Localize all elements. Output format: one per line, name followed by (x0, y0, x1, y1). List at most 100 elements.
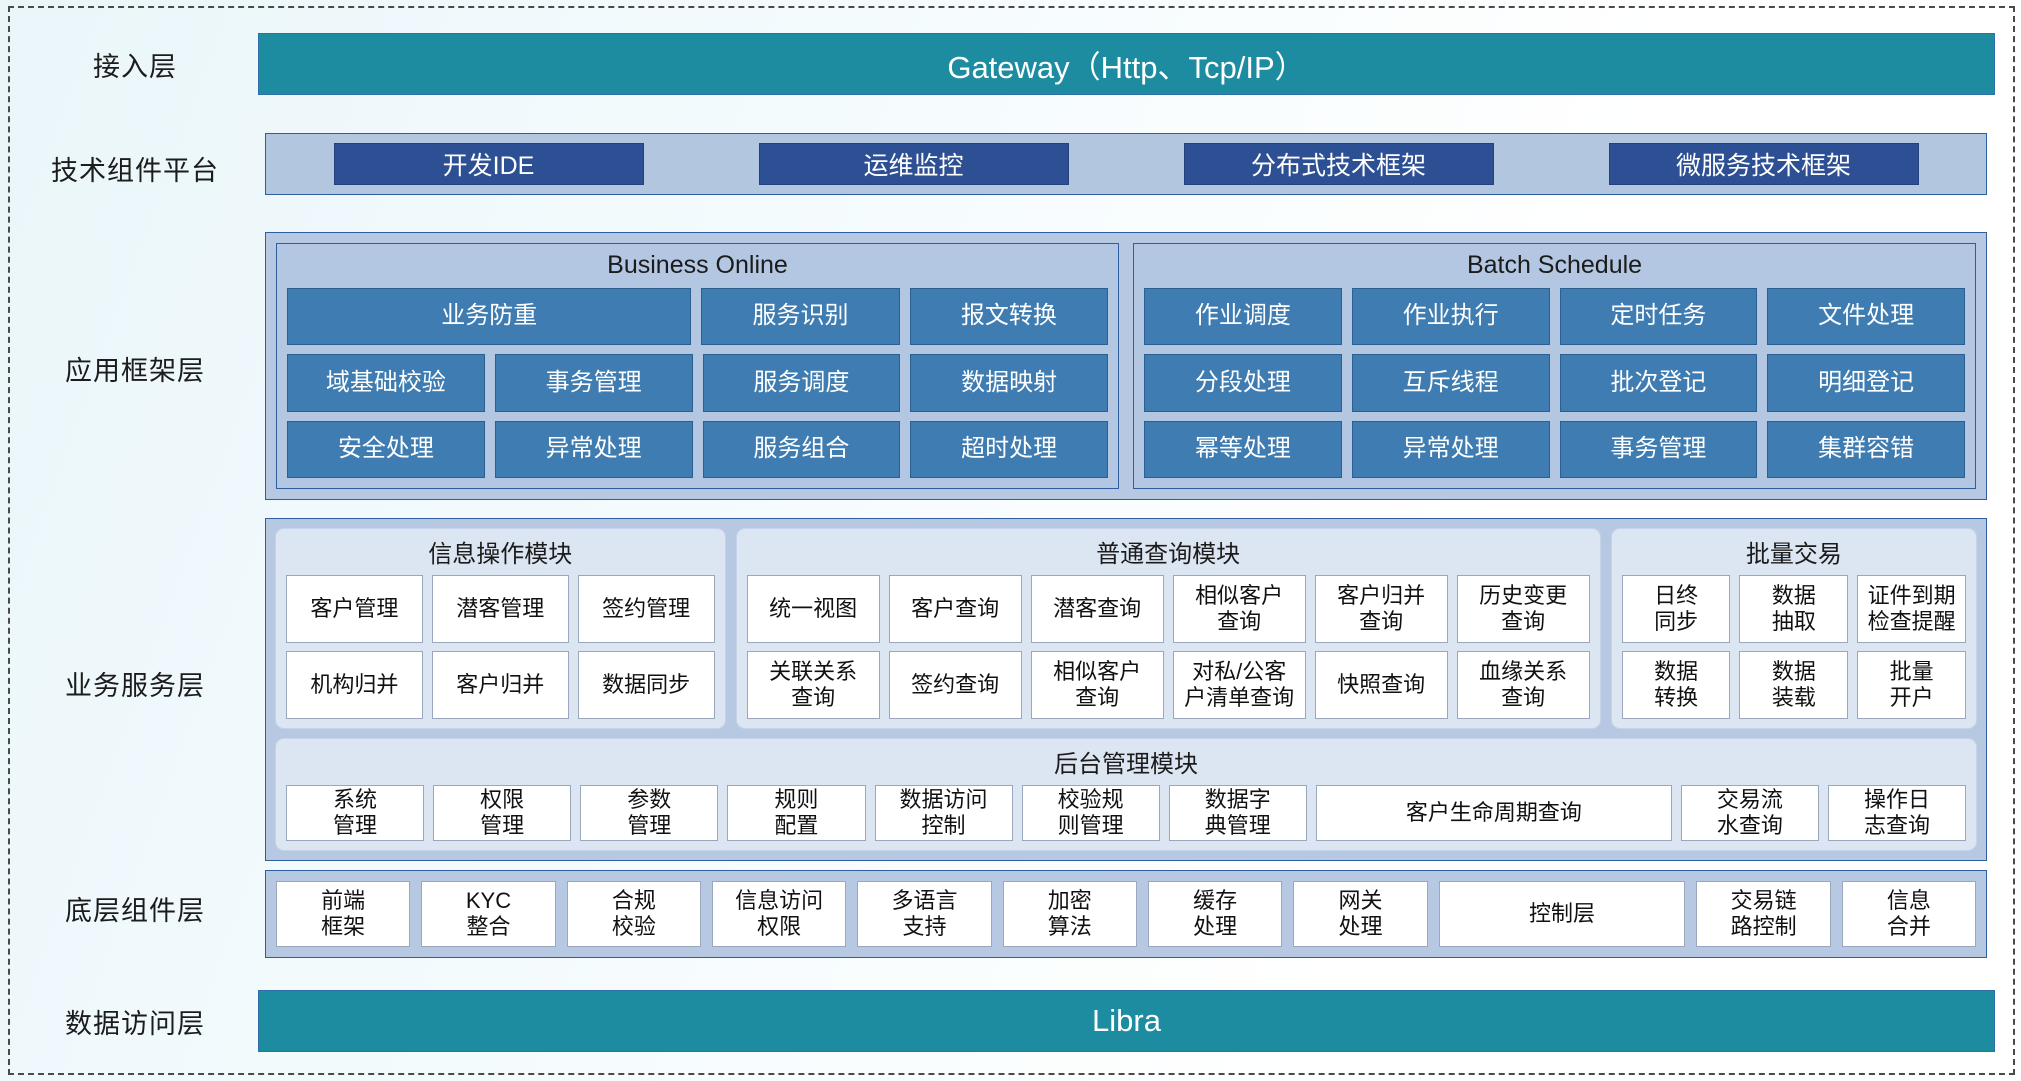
service-cell[interactable]: 统一视图 (746, 575, 880, 643)
service-cell-row: 机构归并客户归并数据同步 (286, 651, 715, 719)
framework-chip[interactable]: 集群容错 (1767, 420, 1965, 478)
admin-cell[interactable]: 操作日志查询 (1827, 785, 1967, 841)
service-cell[interactable]: 相似客户查询 (1172, 575, 1306, 643)
tech-platform-panel: 开发IDE 运维监控 分布式技术框架 微服务技术框架 (265, 133, 1987, 195)
layer-label-access: 接入层 (93, 51, 177, 82)
framework-chip[interactable]: 数据映射 (910, 354, 1108, 412)
tech-item-distributed-framework[interactable]: 分布式技术框架 (1183, 143, 1494, 185)
business-service-panel: 信息操作模块客户管理潜客管理签约管理机构归并客户归并数据同步普通查询模块统一视图… (265, 518, 1987, 861)
service-cell[interactable]: 相似客户查询 (1030, 651, 1164, 719)
layer-label-app-framework: 应用框架层 (65, 355, 205, 386)
service-cell[interactable]: 潜客查询 (1030, 575, 1164, 643)
libra-bar: Libra (258, 990, 1995, 1052)
admin-cell[interactable]: 系统管理 (286, 785, 425, 841)
admin-module-title: 后台管理模块 (1054, 751, 1198, 778)
framework-chip[interactable]: 互斥线程 (1351, 354, 1550, 412)
service-cell-row: 客户管理潜客管理签约管理 (286, 575, 715, 643)
service-cell[interactable]: 批量开户 (1857, 651, 1967, 719)
component-cell[interactable]: 控制层 (1438, 881, 1686, 947)
component-cell[interactable]: 多语言支持 (857, 881, 992, 947)
component-cell[interactable]: 前端框架 (276, 881, 411, 947)
framework-chip[interactable]: 幂等处理 (1144, 420, 1342, 478)
component-cell[interactable]: 加密算法 (1002, 881, 1137, 947)
framework-chip[interactable]: 安全处理 (287, 420, 485, 478)
service-cell[interactable]: 客户查询 (888, 575, 1022, 643)
service-cell[interactable]: 客户管理 (286, 575, 423, 643)
service-module-title: 普通查询模块 (1096, 541, 1241, 568)
framework-chip[interactable]: 定时任务 (1559, 287, 1758, 345)
framework-chip[interactable]: 报文转换 (909, 287, 1108, 345)
service-cell[interactable]: 血缘关系查询 (1456, 651, 1590, 719)
admin-cell[interactable]: 参数管理 (580, 785, 719, 841)
component-cell[interactable]: 网关处理 (1293, 881, 1428, 947)
gateway-bar: Gateway（Http、Tcp/IP） (258, 33, 1995, 95)
framework-chip[interactable]: 文件处理 (1767, 287, 1965, 345)
layer-label-business-service: 业务服务层 (65, 670, 205, 701)
framework-chip[interactable]: 异常处理 (1351, 420, 1550, 478)
service-cell[interactable]: 客户归并 (431, 651, 569, 719)
service-cell[interactable]: 潜客管理 (431, 575, 569, 643)
admin-cell[interactable]: 校验规则管理 (1021, 785, 1160, 841)
component-cell[interactable]: 合规校验 (566, 881, 701, 947)
tech-item-microservice-framework[interactable]: 微服务技术框架 (1608, 143, 1919, 185)
tech-item-dev-ide[interactable]: 开发IDE (333, 143, 644, 185)
service-cell[interactable]: 快照查询 (1314, 651, 1448, 719)
service-cell[interactable]: 证件到期检查提醒 (1857, 575, 1967, 643)
framework-chip[interactable]: 事务管理 (494, 354, 693, 412)
service-cell[interactable]: 历史变更查询 (1456, 575, 1590, 643)
admin-cell[interactable]: 交易流水查询 (1680, 785, 1819, 841)
framework-chip[interactable]: 服务组合 (702, 420, 901, 478)
framework-chip[interactable]: 超时处理 (910, 420, 1108, 478)
chip-row: 业务防重服务识别报文转换 (287, 287, 1108, 345)
service-module-title: 批量交易 (1745, 541, 1842, 568)
framework-chip[interactable]: 明细登记 (1767, 354, 1965, 412)
component-cell[interactable]: 信息合并 (1841, 881, 1977, 947)
chip-row: 幂等处理异常处理事务管理集群容错 (1144, 420, 1965, 478)
service-module: 信息操作模块客户管理潜客管理签约管理机构归并客户归并数据同步 (275, 528, 726, 729)
component-cell[interactable]: 交易链路控制 (1696, 881, 1831, 947)
service-cell-grid: 日终同步数据抽取证件到期检查提醒数据转换数据装载批量开户 (1621, 575, 1967, 719)
business-service-modules: 信息操作模块客户管理潜客管理签约管理机构归并客户归并数据同步普通查询模块统一视图… (275, 528, 1977, 729)
service-cell[interactable]: 对私/公客户清单查询 (1172, 651, 1306, 719)
admin-cell[interactable]: 权限管理 (433, 785, 572, 841)
chip-row: 域基础校验事务管理服务调度数据映射 (287, 354, 1108, 412)
framework-chip[interactable]: 异常处理 (494, 420, 693, 478)
admin-cell[interactable]: 客户生命周期查询 (1315, 785, 1672, 841)
framework-chip[interactable]: 批次登记 (1559, 354, 1758, 412)
component-cell[interactable]: 信息访问权限 (711, 881, 847, 947)
component-cell[interactable]: 缓存处理 (1147, 881, 1283, 947)
layer-label-data-access: 数据访问层 (65, 1008, 205, 1039)
framework-chip[interactable]: 作业执行 (1351, 287, 1550, 345)
service-cell[interactable]: 签约管理 (577, 575, 715, 643)
admin-module-cells: 系统管理权限管理参数管理规则配置数据访问控制校验规则管理数据字典管理客户生命周期… (286, 785, 1967, 841)
service-cell[interactable]: 关联关系查询 (746, 651, 880, 719)
service-module: 普通查询模块统一视图客户查询潜客查询相似客户查询客户归并查询历史变更查询关联关系… (735, 528, 1601, 729)
framework-chip[interactable]: 服务识别 (701, 287, 900, 345)
service-cell-row: 统一视图客户查询潜客查询相似客户查询客户归并查询历史变更查询 (746, 575, 1590, 643)
service-cell[interactable]: 数据抽取 (1739, 575, 1849, 643)
service-cell[interactable]: 数据转换 (1621, 651, 1731, 719)
framework-chip[interactable]: 作业调度 (1144, 287, 1342, 345)
framework-chip[interactable]: 分段处理 (1144, 354, 1342, 412)
tech-item-ops-monitor[interactable]: 运维监控 (758, 143, 1069, 185)
layer-label-tech-platform: 技术组件平台 (51, 155, 219, 186)
chip-grid: 作业调度作业执行定时任务文件处理分段处理互斥线程批次登记明细登记幂等处理异常处理… (1144, 287, 1965, 478)
service-cell[interactable]: 客户归并查询 (1314, 575, 1448, 643)
service-cell[interactable]: 日终同步 (1621, 575, 1731, 643)
admin-cell[interactable]: 规则配置 (727, 785, 866, 841)
service-cell[interactable]: 签约查询 (888, 651, 1022, 719)
service-cell[interactable]: 数据装载 (1739, 651, 1849, 719)
framework-chip[interactable]: 业务防重 (287, 287, 692, 345)
admin-cell[interactable]: 数据字典管理 (1168, 785, 1307, 841)
framework-chip[interactable]: 服务调度 (702, 354, 901, 412)
admin-cell[interactable]: 数据访问控制 (874, 785, 1013, 841)
service-cell[interactable]: 机构归并 (286, 651, 423, 719)
framework-chip[interactable]: 域基础校验 (287, 354, 485, 412)
service-cell[interactable]: 数据同步 (577, 651, 715, 719)
framework-chip[interactable]: 事务管理 (1559, 420, 1758, 478)
